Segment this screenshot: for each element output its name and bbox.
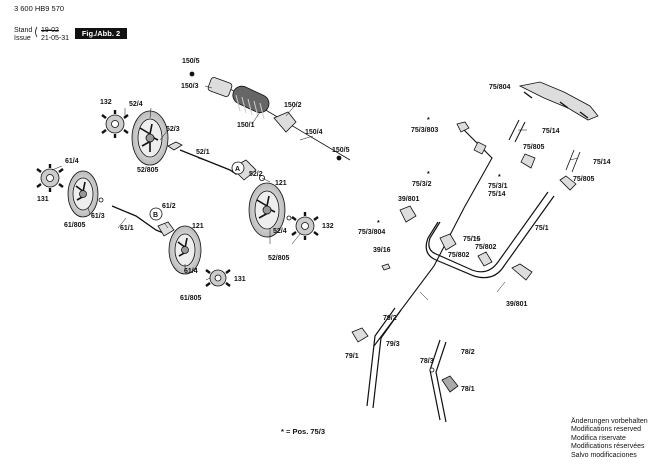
callout-75-15: 75/15 [463,236,481,243]
callout-labels: 150/5 150/3 150/2 150/1 150/4 150/5 132 … [37,58,611,393]
callout-75-3-803: 75/3/803 [411,127,438,134]
callout-75-14: 75/14 [542,128,560,135]
star-75-3-804: * [377,220,380,227]
callout-a: A [235,166,240,173]
callout-150-1: 150/1 [237,122,255,129]
callout-75-3-2: 75/3/2 [412,181,432,188]
callout-75-3-1: 75/3/1 [488,183,508,190]
handle-assembly [351,81,599,423]
callout-75-1: 75/1 [535,225,549,232]
wheel-61-assembly [36,164,231,287]
callout-61-805-b: 61/805 [180,295,202,302]
figure-badge: Fig./Abb. 2 [75,28,127,39]
leader-lines [51,85,579,301]
callout-132: 132 [100,99,112,106]
callout-150-5-b: 150/5 [332,147,350,154]
callout-75-14-b: 75/14 [593,159,611,166]
callout-61-805: 61/805 [64,222,86,229]
notice-fr: Modifications réservées [571,443,645,451]
callout-150-3: 150/3 [181,83,199,90]
callout-121: 121 [275,180,287,187]
notice-en: Modifications reserved [571,426,642,434]
callout-52-805: 52/805 [137,167,159,174]
callout-52-1: 52/1 [196,149,210,156]
callout-79-2: 79/2 [383,315,397,322]
callout-78-3: 78/3 [420,358,434,365]
notice-es: Salvo modificaciones [571,451,637,459]
callout-61-3: 61/3 [91,213,105,220]
star-75-3-2: * [427,171,430,178]
callout-39-801: 39/801 [398,196,420,203]
callout-121-b: 121 [192,223,204,230]
modifications-notice: Änderungen vorbehalten Modifications res… [571,418,648,460]
callout-52-3: 52/3 [166,126,180,133]
callout-75-804: 75/804 [489,84,511,91]
issue-label: Issue [14,35,31,42]
callout-75-805: 75/805 [523,144,545,151]
wheel-52-assembly [101,110,319,240]
callout-52-805-b: 52/805 [268,255,290,262]
callout-79-1: 79/1 [345,353,359,360]
revision-old: 19-02 [41,27,59,34]
callout-61-1: 61/1 [120,225,134,232]
callout-79-3: 79/3 [386,341,400,348]
callout-75-14-c: 75/14 [488,191,506,198]
callout-39-801-b: 39/801 [506,301,528,308]
callout-52-2: 52/2 [249,171,263,178]
callout-75-805-b: 75/805 [573,176,595,183]
star-75-3-803: * [427,117,430,124]
marker-circle-a [231,161,245,175]
callout-39-16: 39/16 [373,247,391,254]
callout-131: 131 [37,196,49,203]
callout-52-4-b: 52/4 [273,228,287,235]
part-number: 3 600 HB9 570 [14,4,65,13]
callout-75-3-804: 75/3/804 [358,229,385,236]
notice-de: Änderungen vorbehalten [571,418,648,425]
callout-61-4-b: 61/4 [184,268,198,275]
notice-it: Modifica riservate [571,434,626,442]
callout-75-802: 75/802 [475,244,497,251]
callout-150-4: 150/4 [305,129,323,136]
callout-61-2: 61/2 [162,203,176,210]
callout-150-2: 150/2 [284,102,302,109]
stand-label: Stand [14,27,33,34]
callout-61-4: 61/4 [65,158,79,165]
callout-75-802-b: 75/802 [448,252,470,259]
callout-52-4: 52/4 [129,101,143,108]
callout-78-1: 78/1 [461,386,475,393]
star-75-3-1: * [498,174,501,181]
callout-b: B [153,212,158,219]
footnote: * = Pos. 75/3 [281,427,325,436]
revision-new: 21-05-31 [41,35,70,42]
marker-circle-b [149,207,163,221]
header-bracket [35,26,38,38]
callout-131-b: 131 [234,276,246,283]
callout-78-2: 78/2 [461,349,475,356]
callout-150-5: 150/5 [182,58,200,65]
roller-assembly [189,71,351,161]
callout-132-b: 132 [322,223,334,230]
